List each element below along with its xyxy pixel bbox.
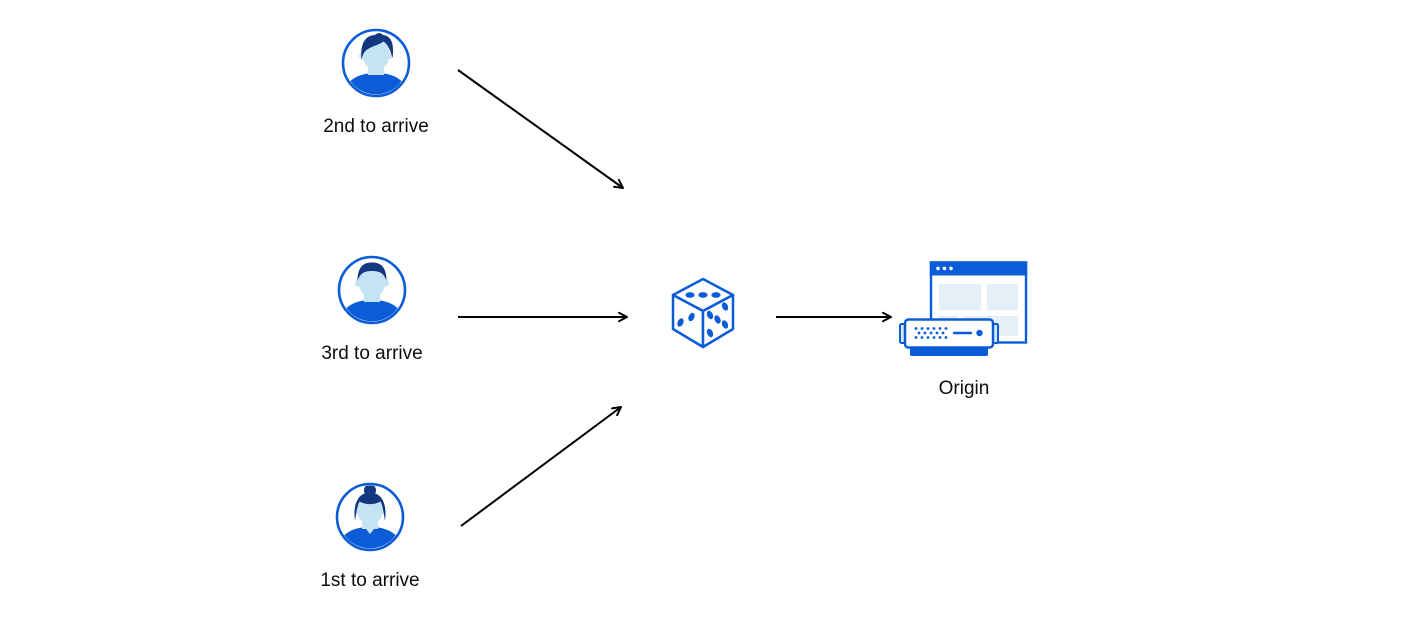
- person-man-flattop-avatar-icon: [337, 255, 407, 325]
- arrow-client1-to-dice: [460, 406, 622, 527]
- client-label-3rd: 3rd to arrive: [321, 343, 423, 364]
- browser-window-server-icon: [899, 261, 1028, 356]
- dice-node: [669, 276, 737, 350]
- server-appliance: [899, 318, 999, 356]
- dice-icon: [671, 277, 735, 349]
- person-woman-bun-avatar-icon: [335, 482, 405, 552]
- arrow-client2-to-dice: [457, 69, 624, 189]
- server-vent-dots: [914, 327, 948, 339]
- client-node-2nd: 2nd to arrive: [296, 27, 456, 138]
- client-node-1st: 1st to arrive: [290, 481, 450, 592]
- server-power-light: [976, 329, 983, 337]
- person-man-quiff-avatar-icon: [341, 28, 411, 98]
- client-label-1st: 1st to arrive: [320, 570, 420, 591]
- origin-node: Origin: [898, 261, 1030, 400]
- origin-label: Origin: [938, 378, 990, 399]
- client-label-2nd: 2nd to arrive: [323, 116, 429, 137]
- client-node-3rd: 3rd to arrive: [292, 254, 452, 365]
- dice-pips: [677, 292, 729, 338]
